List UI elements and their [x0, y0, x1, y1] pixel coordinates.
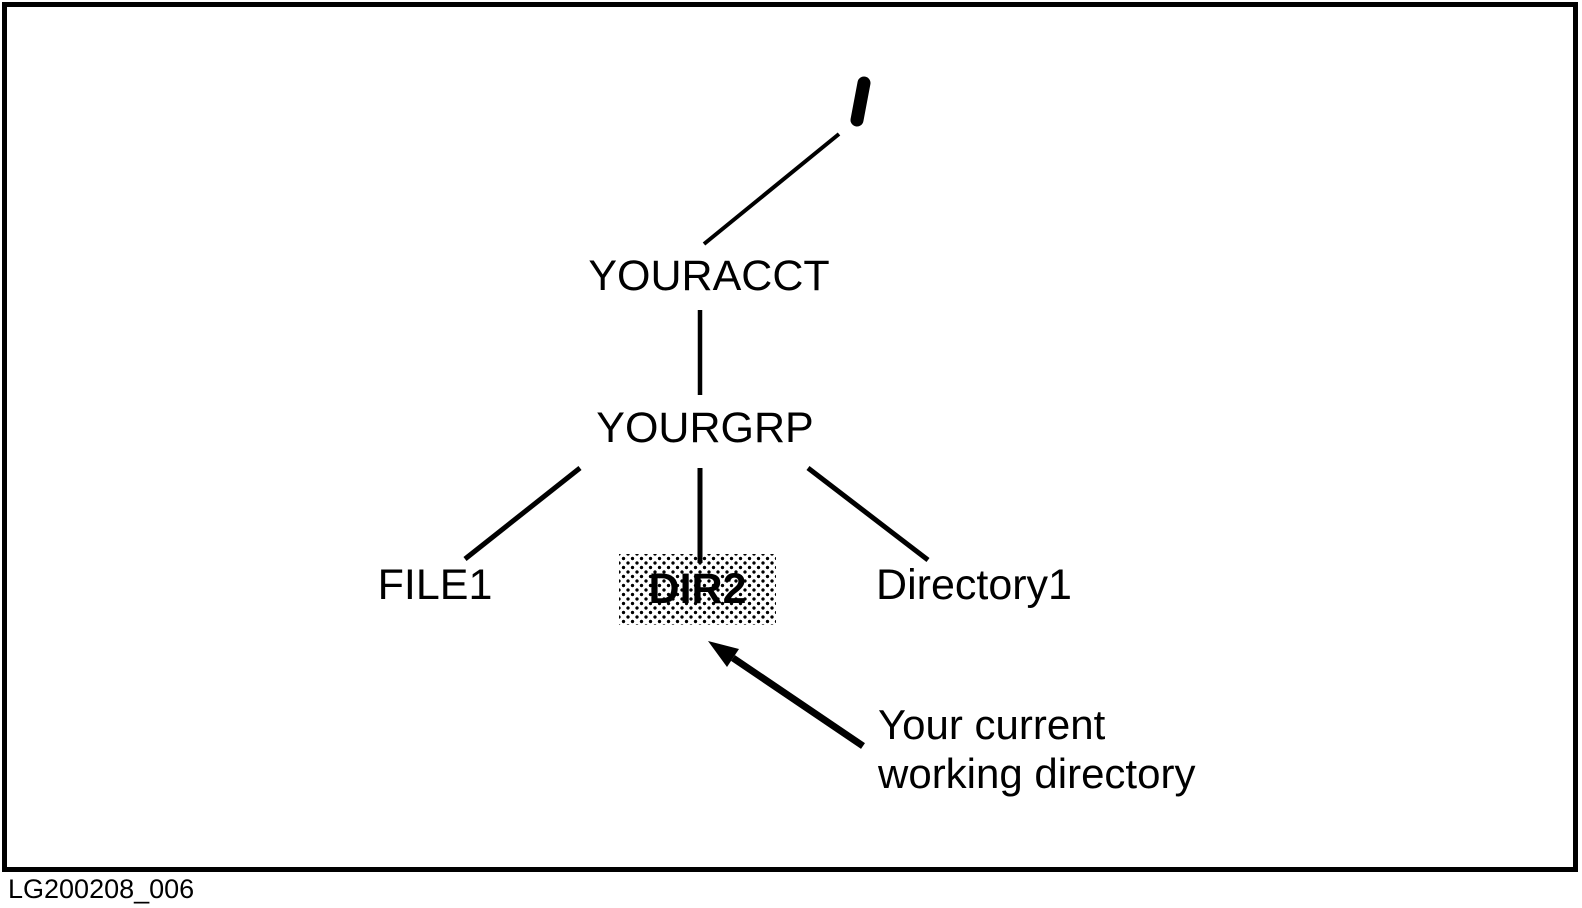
annotation-line-1: Your current	[878, 701, 1106, 748]
figure-id-caption: LG200208_006	[8, 874, 195, 904]
tree-node-yourgrp: YOURGRP	[596, 404, 814, 452]
tree-connector-lines	[463, 76, 930, 749]
edge-yourgrp-file1	[463, 466, 582, 561]
annotation-arrowhead	[708, 641, 739, 667]
root-label: /	[845, 69, 846, 70]
figure-border-frame: / YOURACCT YOURGRP FILE1 DIR2 Directory1…	[2, 2, 1578, 872]
tree-node-root: /	[845, 69, 875, 129]
edge-root-youracct	[702, 132, 841, 246]
tree-node-file1: FILE1	[377, 561, 493, 609]
tree-node-youracct: YOURACCT	[588, 252, 830, 300]
current-directory-annotation: Your current working directory	[878, 700, 1195, 798]
annotation-arrow-shaft	[731, 655, 865, 749]
annotation-line-2: working directory	[878, 750, 1196, 797]
tree-node-dir2-highlighted: DIR2	[619, 554, 776, 625]
dir2-label: DIR2	[648, 564, 747, 613]
tree-node-directory1: Directory1	[876, 561, 1072, 609]
edge-yourgrp-directory1	[806, 466, 930, 562]
